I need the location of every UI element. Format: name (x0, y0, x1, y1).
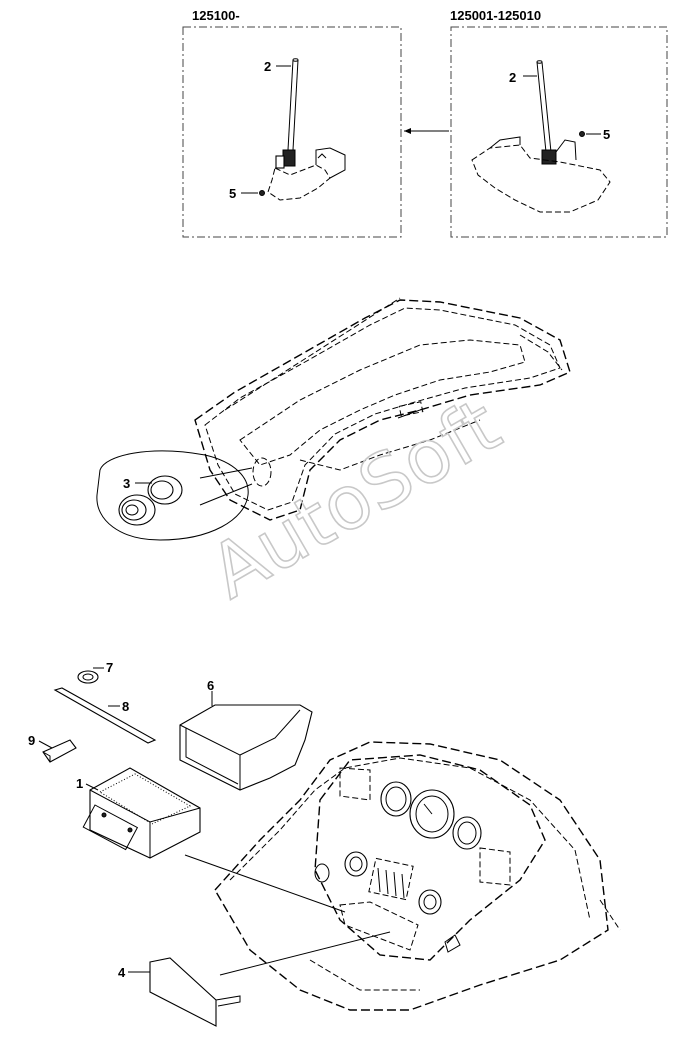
callout-cover-plate: 4 (118, 965, 126, 980)
watermark: AutoSoft (195, 381, 515, 616)
callout-antenna-right: 2 (509, 70, 516, 85)
speaker-detail: 3 (96, 450, 253, 541)
variant-left-header: 125100- (192, 8, 240, 23)
strip (53, 687, 157, 744)
callout-washer: 7 (106, 660, 113, 675)
arrow-left-icon (404, 128, 449, 134)
gauges (380, 781, 482, 850)
variant-right-header: 125001-125010 (450, 8, 541, 23)
callout-nut-right: 5 (603, 127, 610, 142)
callout-strip: 8 (122, 699, 129, 714)
callout-antenna-left: 2 (264, 59, 271, 74)
speaker (118, 475, 183, 526)
key (42, 739, 77, 763)
nut-left (259, 190, 265, 196)
washer (77, 670, 99, 684)
radio-unit (82, 767, 201, 859)
callout-bracket: 6 (207, 678, 214, 693)
variant-left-panel: 125100- 2 5 (182, 8, 402, 238)
nut-right (579, 131, 585, 137)
variant-right-panel: 125001-125010 2 5 (450, 8, 668, 238)
cover-plate (149, 957, 241, 1027)
callout-nut-left: 5 (229, 186, 236, 201)
bracket-sleeve (179, 704, 313, 791)
callout-key: 9 (28, 733, 35, 748)
callout-radio: 1 (76, 776, 83, 791)
callout-speaker: 3 (123, 476, 130, 491)
antenna-right (471, 60, 611, 213)
dashboard (214, 741, 621, 1011)
antenna-left (267, 58, 346, 201)
watermark-text: AutoSoft (196, 382, 514, 615)
roof-console (194, 297, 571, 521)
